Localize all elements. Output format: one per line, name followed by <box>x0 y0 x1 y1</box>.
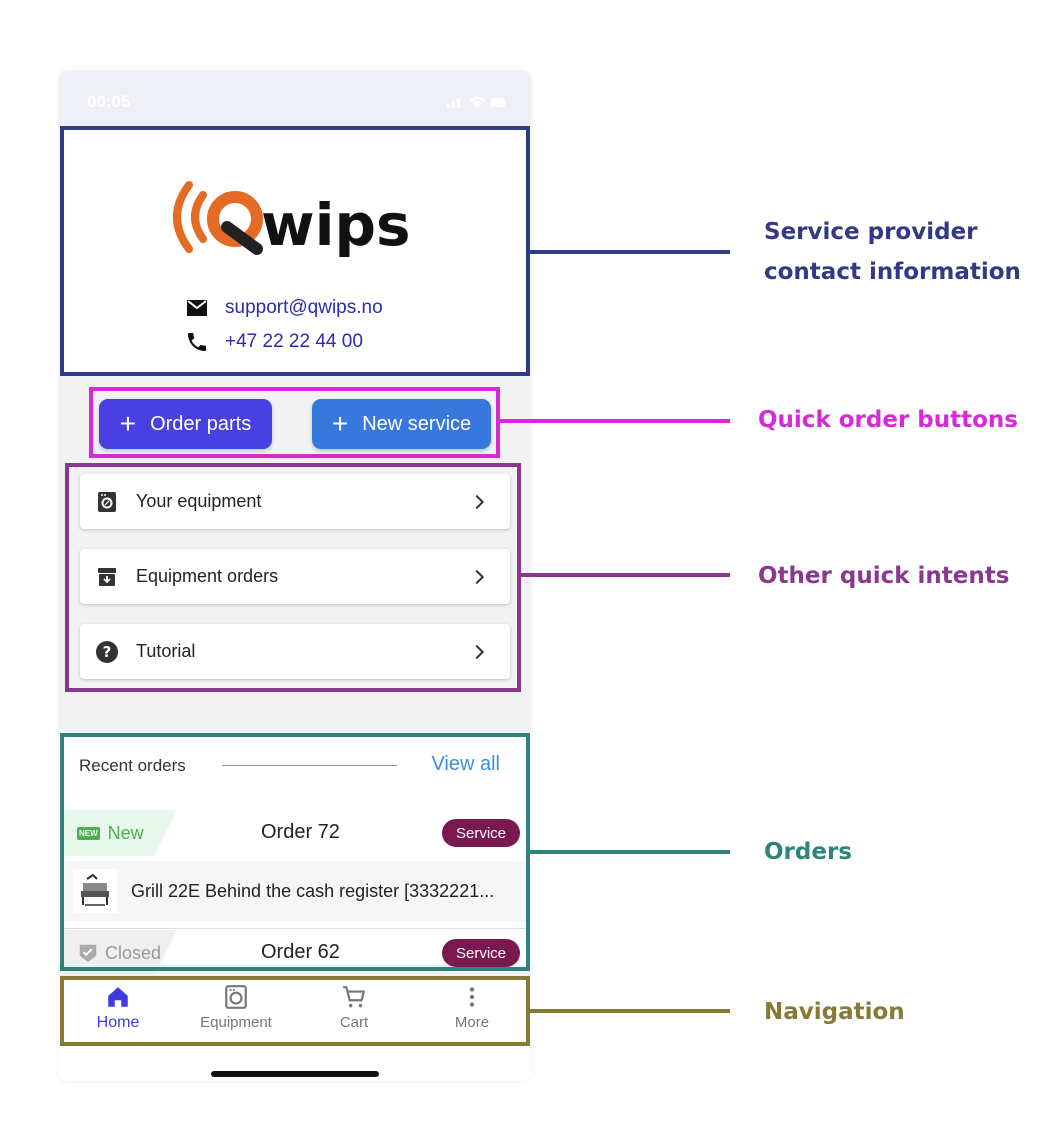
nav-label: Equipment <box>200 1014 272 1031</box>
nav-equipment[interactable]: Equipment <box>177 984 295 1040</box>
annotation-line-orders <box>530 850 730 854</box>
annotation-box-orders <box>60 733 530 971</box>
status-tag-new: NEW New <box>63 810 177 856</box>
annotation-label-line: Service provider <box>764 219 978 245</box>
annotation-label-contact: Service provider contact information <box>764 212 1021 292</box>
annotation-label-intents: Other quick intents <box>758 563 1010 589</box>
annotation-box-contact <box>60 126 530 376</box>
annotation-label-line: contact information <box>764 259 1021 285</box>
washing-machine-icon <box>98 491 116 512</box>
phone-icon <box>188 333 206 351</box>
contact-card: wips <box>59 127 531 375</box>
annotation-line-intents <box>521 573 730 577</box>
intent-label: Equipment orders <box>136 566 279 586</box>
plus-icon: + <box>331 408 349 439</box>
order-parts-label: Order parts <box>150 412 252 435</box>
support-phone[interactable]: +47 22 22 44 00 <box>225 331 363 352</box>
email-row[interactable]: support@qwips.no <box>185 293 383 323</box>
annotation-box-navigation <box>60 976 530 1046</box>
help-circle-icon: ? <box>96 640 118 663</box>
svg-text:?: ? <box>103 643 112 661</box>
chevron-right-icon <box>475 569 485 584</box>
new-service-label: New service <box>362 412 472 435</box>
order-status: Closed <box>105 942 162 963</box>
view-all-link[interactable]: View all <box>431 753 500 775</box>
annotation-line-quick-order <box>500 419 730 423</box>
recent-orders-section: Recent orders View all NEW New Order 72 … <box>59 735 531 976</box>
washing-machine-icon <box>225 985 247 1009</box>
grill-thumbnail <box>73 869 117 913</box>
order-parts-button[interactable]: + Order parts <box>99 399 272 449</box>
home-icon <box>108 987 128 1007</box>
new-service-button[interactable]: + New service <box>312 399 491 449</box>
order-status: New <box>107 822 144 843</box>
phone-screen: 00:05 wips support@qwips.no +47 22 22 44… <box>59 71 531 1081</box>
nav-label: Home <box>96 1014 140 1031</box>
annotation-label-quick-order: Quick order buttons <box>758 407 1018 433</box>
status-icons <box>447 97 505 108</box>
intent-equipment-orders[interactable]: Equipment orders <box>80 549 510 604</box>
phone-row[interactable]: +47 22 22 44 00 <box>185 327 363 357</box>
svg-text:wips: wips <box>261 191 411 259</box>
annotation-line-navigation <box>530 1009 730 1013</box>
nav-home[interactable]: Home <box>59 984 177 1040</box>
bottom-navigation: Home Equipment Cart More <box>59 976 531 1081</box>
nav-label: More <box>454 1014 490 1031</box>
chevron-right-icon <box>475 494 485 509</box>
recent-orders-label: Recent orders <box>79 756 186 775</box>
intent-tutorial[interactable]: ? Tutorial <box>80 624 510 679</box>
cart-icon <box>343 986 366 1008</box>
annotation-label-navigation: Navigation <box>764 999 905 1025</box>
intent-label: Tutorial <box>136 641 196 661</box>
order-type-badge: Service <box>442 819 520 847</box>
order-divider <box>63 928 527 929</box>
support-email[interactable]: support@qwips.no <box>225 297 383 318</box>
annotation-line-contact <box>530 250 730 254</box>
order-title: Order 62 <box>261 941 340 963</box>
status-bar: 00:05 <box>59 71 531 127</box>
nav-label: Cart <box>339 1014 369 1031</box>
annotation-box-quick-order <box>89 387 500 458</box>
nav-cart[interactable]: Cart <box>295 984 413 1040</box>
order-row[interactable]: NEW New Order 72 Service <box>59 810 531 856</box>
status-time: 00:05 <box>87 92 131 111</box>
plus-icon: + <box>119 408 137 439</box>
annotation-box-intents <box>65 463 521 692</box>
chevron-right-icon <box>475 644 485 659</box>
home-indicator[interactable] <box>211 1071 379 1077</box>
mail-icon <box>187 300 207 316</box>
order-item[interactable]: Grill 22E Behind the cash register [3332… <box>63 861 527 921</box>
intent-label: Your equipment <box>136 491 262 511</box>
check-shield-icon <box>79 944 97 963</box>
order-type-badge: Service <box>442 939 520 967</box>
nav-more[interactable]: More <box>413 984 531 1040</box>
new-badge-icon: NEW <box>77 826 100 840</box>
order-title: Order 72 <box>261 821 340 843</box>
annotation-label-orders: Orders <box>764 839 852 865</box>
divider-line <box>222 765 397 766</box>
archive-box-icon <box>98 567 116 586</box>
more-vertical-icon <box>469 987 475 1007</box>
intent-your-equipment[interactable]: Your equipment <box>80 474 510 529</box>
qwips-logo: wips <box>173 181 411 259</box>
